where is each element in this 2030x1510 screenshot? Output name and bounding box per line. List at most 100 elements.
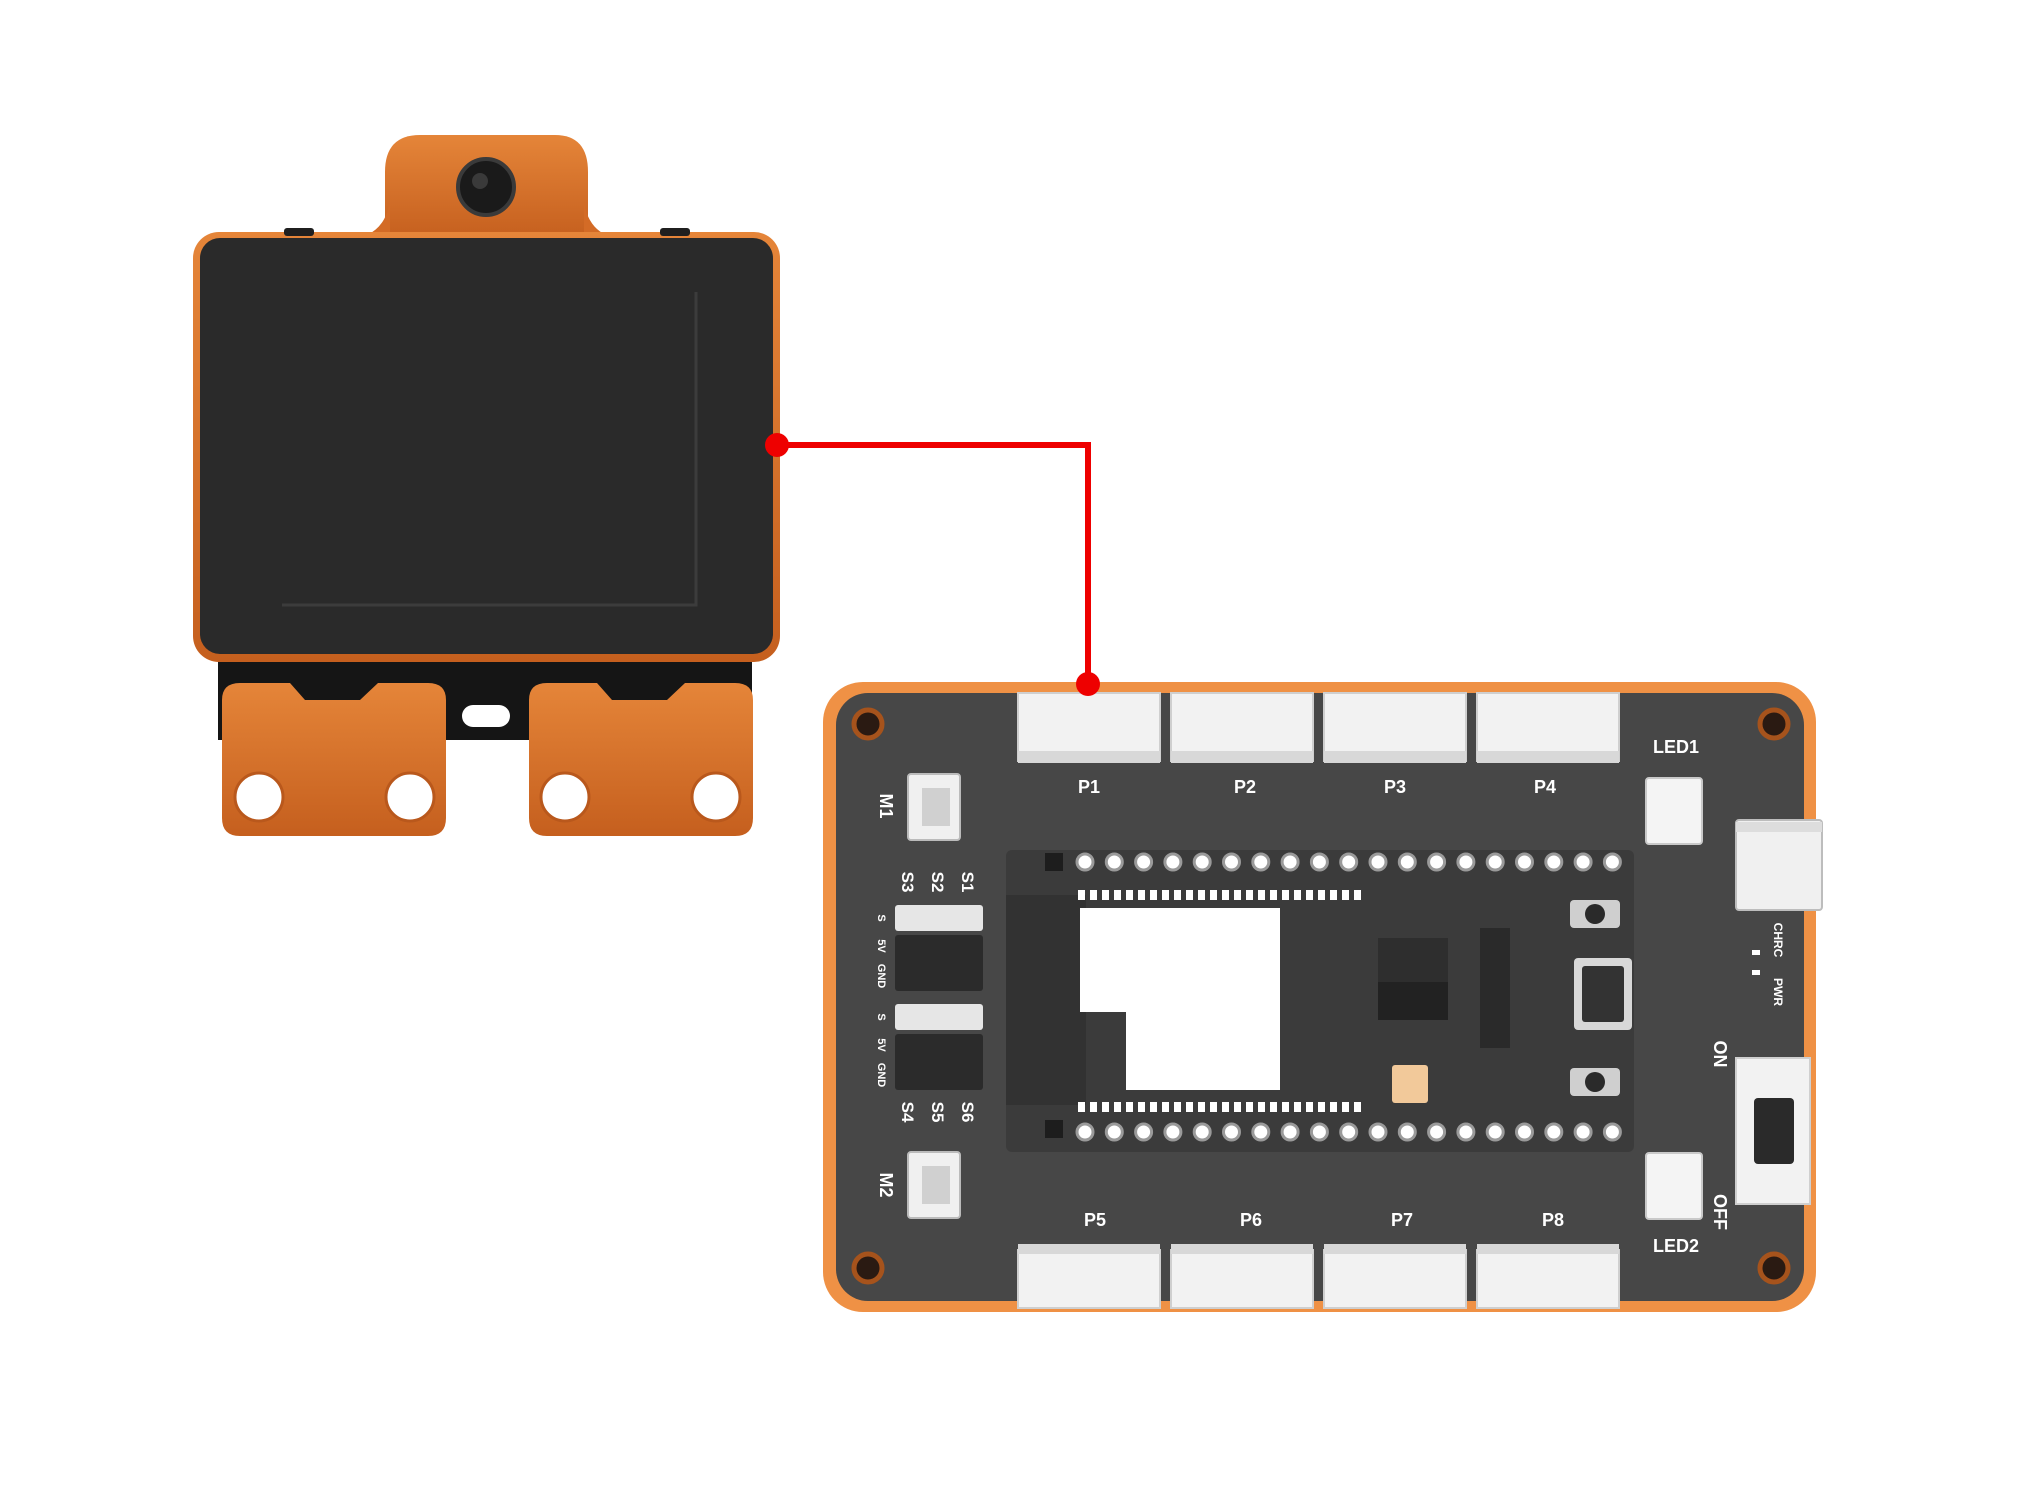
smd-pad <box>1126 1102 1133 1112</box>
smd-pad <box>1234 1102 1241 1112</box>
smd-pad <box>1150 1102 1157 1112</box>
smd-pad <box>1102 1102 1109 1112</box>
smd-pad <box>1138 890 1145 900</box>
port-label-p5: P5 <box>1084 1210 1106 1230</box>
motor-label-m2: M2 <box>876 1172 896 1197</box>
header-pin <box>1602 1122 1622 1142</box>
smd-pad <box>1306 890 1313 900</box>
power-switch[interactable]: ON OFF <box>1710 1041 1811 1231</box>
smd-pad <box>1258 890 1265 900</box>
header-pin <box>1134 1122 1154 1142</box>
usb-c-port[interactable] <box>1735 819 1823 911</box>
power-indicator: PWR <box>1752 970 1785 1006</box>
header-pin <box>1251 852 1271 872</box>
header-pin <box>1339 1122 1359 1142</box>
header-pin <box>1075 852 1095 872</box>
servo-pin-label-gnd: GND <box>875 964 887 989</box>
smd-pad <box>1078 1102 1085 1112</box>
motor-connector-m2[interactable]: M2 <box>876 1151 961 1219</box>
motor-connector-m1[interactable]: M1 <box>876 773 961 841</box>
port-connector-p8[interactable]: P8 <box>1476 1210 1620 1309</box>
display-screen <box>200 238 773 654</box>
smd-pad <box>1246 1102 1253 1112</box>
port-connector-p4[interactable]: P4 <box>1476 692 1620 797</box>
smd-pad <box>1306 1102 1313 1112</box>
smd-pad <box>1222 890 1229 900</box>
port-connector-p2[interactable]: P2 <box>1170 692 1314 797</box>
header-pin <box>1397 1122 1417 1142</box>
port-connector-p1[interactable]: P1 <box>1017 692 1161 797</box>
header-pin <box>1280 1122 1300 1142</box>
port-label-p1: P1 <box>1078 777 1100 797</box>
header-pin <box>1104 1122 1124 1142</box>
header-pin <box>1075 1122 1095 1142</box>
header-pin <box>1192 852 1212 872</box>
smd-pad <box>1258 1102 1265 1112</box>
header-pin <box>1134 852 1154 872</box>
bottom-ports: P5 P6 P7 P8 <box>1017 1210 1620 1309</box>
smd-pad <box>1114 1102 1121 1112</box>
header-pin <box>1485 1122 1505 1142</box>
smd-pad <box>1282 1102 1289 1112</box>
connection-wire <box>765 433 1100 696</box>
smd-pad <box>1090 890 1097 900</box>
smd-pad <box>1210 1102 1217 1112</box>
pwr-label: PWR <box>1771 978 1785 1006</box>
servo-label-s2: S2 <box>928 872 947 893</box>
servo-headers: S3 S2 S1 S 5V GND S 5V GND S4 S5 S6 <box>875 872 983 1123</box>
mounting-holes <box>851 707 1791 1285</box>
header-pin <box>1515 1122 1534 1142</box>
servo-label-s1: S1 <box>958 872 977 893</box>
display-module <box>193 135 780 836</box>
servo-label-s3: S3 <box>898 872 917 893</box>
led2: LED2 <box>1645 1152 1703 1256</box>
controller-board: P1 P2 P3 P4 P5 <box>823 682 1823 1312</box>
header-pin <box>1339 852 1359 872</box>
servo-pin-label-gnd: GND <box>875 1063 887 1088</box>
servo-header-bottom[interactable] <box>895 1004 983 1090</box>
camera-lens-icon <box>456 157 516 217</box>
smd-pad <box>1162 890 1169 900</box>
port-connector-p3[interactable]: P3 <box>1323 692 1467 797</box>
mount-bracket-left <box>222 683 446 836</box>
header-pin <box>1573 852 1593 872</box>
smd-pad <box>1162 1102 1169 1112</box>
header-pin <box>1544 852 1564 872</box>
smd-pad <box>1354 890 1361 900</box>
servo-header-top[interactable] <box>895 905 983 991</box>
header-pin <box>1192 1122 1212 1142</box>
smd-pad <box>1330 1102 1337 1112</box>
smd-pad <box>1186 1102 1193 1112</box>
smd-pad <box>1342 890 1349 900</box>
smd-pad <box>1234 890 1241 900</box>
port-label-p8: P8 <box>1542 1210 1564 1230</box>
wire-endpoint-module <box>765 433 789 457</box>
smd-pad <box>1318 1102 1325 1112</box>
port-connector-p5[interactable]: P5 <box>1017 1210 1161 1309</box>
esp32-dev-board <box>1006 850 1634 1152</box>
header-pin <box>1427 852 1447 872</box>
header-pin <box>1222 852 1241 872</box>
servo-pin-label-5v: 5V <box>875 1038 887 1052</box>
header-pin <box>1280 852 1300 872</box>
smd-pad <box>1126 890 1133 900</box>
servo-pin-label-5v: 5V <box>875 939 887 953</box>
top-ports: P1 P2 P3 P4 <box>1017 692 1620 797</box>
header-pin <box>1427 1122 1447 1142</box>
smd-pad <box>1318 890 1325 900</box>
port-connector-p6[interactable]: P6 <box>1170 1210 1314 1309</box>
header-pin <box>1163 1122 1183 1142</box>
smd-pad <box>1342 1102 1349 1112</box>
smd-pad <box>1078 890 1085 900</box>
header-pin <box>1573 1122 1593 1142</box>
port-label-p4: P4 <box>1534 777 1556 797</box>
header-pin <box>1368 1122 1388 1142</box>
header-pins-bottom <box>1075 1122 1622 1142</box>
port-connector-p7[interactable]: P7 <box>1323 1210 1467 1309</box>
servo-label-s6: S6 <box>958 1102 977 1123</box>
smd-pad <box>1222 1102 1229 1112</box>
header-pins-top <box>1075 852 1622 872</box>
header-pin <box>1251 1122 1271 1142</box>
charge-indicator: CHRC <box>1752 923 1785 958</box>
mount-bracket-right <box>529 683 753 836</box>
